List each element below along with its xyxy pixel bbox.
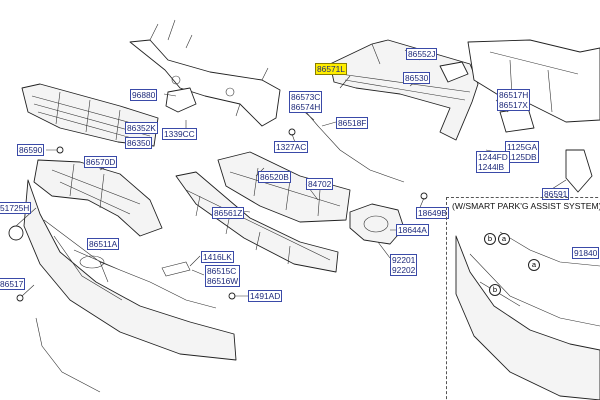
part-label-86574H: 86574H [291, 102, 321, 112]
bracket-86552J [439, 61, 469, 83]
screw-86517 [16, 294, 24, 302]
part-label-86520B[interactable]: 86520B [258, 171, 291, 183]
clip-1327AC [288, 128, 296, 136]
part-label-1125GA-1125DB[interactable]: 1125GA 1125DB [505, 141, 540, 163]
part-label-86515C: 86515C [207, 266, 237, 276]
part-label-1244FD: 1244FD [478, 152, 508, 162]
part-label-86590[interactable]: 86590 [17, 144, 45, 156]
part-label-1125DB: 1125DB [507, 152, 537, 162]
part-label-92201-92202[interactable]: 92201 92202 [390, 254, 418, 276]
lower-grille [175, 171, 339, 273]
bolt-84702 [311, 191, 319, 201]
lip-strip-86518F [305, 111, 405, 183]
part-label-86518F[interactable]: 86518F [336, 117, 369, 129]
radiator-support-left [129, 19, 281, 127]
part-label-1244lB: 1244lB [478, 162, 505, 172]
fog-lamp [349, 203, 405, 245]
clip-18649B [420, 192, 428, 200]
smart-park-bumper [455, 231, 600, 400]
callout-b-2: b [489, 284, 501, 296]
part-label-92201: 92201 [392, 255, 416, 265]
part-label-86352K[interactable]: 86352K [125, 122, 158, 134]
callout-a-2: a [528, 259, 540, 271]
part-label-96880[interactable]: 96880 [130, 89, 158, 101]
part-label-1416LK[interactable]: 1416LK [201, 251, 234, 263]
part-label-1125GA: 1125GA [507, 142, 538, 152]
part-label-86571L[interactable]: 86571L [315, 63, 347, 75]
energy-absorber [217, 151, 351, 223]
part-label-86350[interactable]: 86350 [125, 137, 153, 149]
part-label-18649B[interactable]: 18649B [416, 207, 449, 219]
smart-park-assist-box [446, 197, 600, 400]
part-label-86511A[interactable]: 86511A [87, 238, 120, 250]
part-label-86517H: 86517H [499, 90, 529, 100]
emblem-51725H [8, 225, 24, 241]
part-label-1327AC[interactable]: 1327AC [274, 141, 309, 153]
part-label-1491AD[interactable]: 1491AD [248, 290, 283, 302]
radiator-grille [21, 83, 159, 147]
radiator-support-right [467, 39, 600, 123]
part-label-86573C: 86573C [291, 92, 321, 102]
bracket-96880 [165, 87, 197, 113]
part-label-86570D[interactable]: 86570D [84, 156, 118, 168]
part-label-84702[interactable]: 84702 [306, 178, 334, 190]
grille-bracket [33, 159, 163, 237]
callout-a-1: a [498, 233, 510, 245]
part-label-86517H-86517X[interactable]: 86517H 86517X [497, 89, 531, 111]
callout-b: b [484, 233, 496, 245]
part-label-86517X: 86517X [499, 100, 528, 110]
part-label-18644A[interactable]: 18644A [396, 224, 429, 236]
bumper-cover [23, 179, 237, 361]
part-label-51725H[interactable]: 51725H [0, 202, 32, 214]
bracket-86591 [565, 149, 593, 193]
part-label-1339CC[interactable]: 1339CC [162, 128, 197, 140]
part-label-91840[interactable]: 91840 [572, 247, 600, 259]
part-label-86530[interactable]: 86530 [403, 72, 431, 84]
part-label-86517[interactable]: 86517 [0, 278, 26, 290]
lip-strip-lower [35, 317, 101, 393]
part-label-86515C-86516W[interactable]: 86515C 86516W [205, 265, 241, 287]
part-label-86516W: 86516W [207, 276, 239, 286]
part-label-86573C-86574H[interactable]: 86573C 86574H [289, 91, 323, 113]
part-label-1244FD-1244lB[interactable]: 1244FD 1244lB [476, 151, 510, 173]
bracket-86517H [499, 107, 535, 133]
part-label-92202: 92202 [392, 265, 416, 275]
trim-1416LK [161, 261, 191, 277]
part-label-86552J[interactable]: 86552J [406, 48, 438, 60]
part-label-86561Z[interactable]: 86561Z [212, 207, 245, 219]
smart-park-assist-title: (W/SMART PARK'G ASSIST SYSTEM) [452, 201, 600, 211]
